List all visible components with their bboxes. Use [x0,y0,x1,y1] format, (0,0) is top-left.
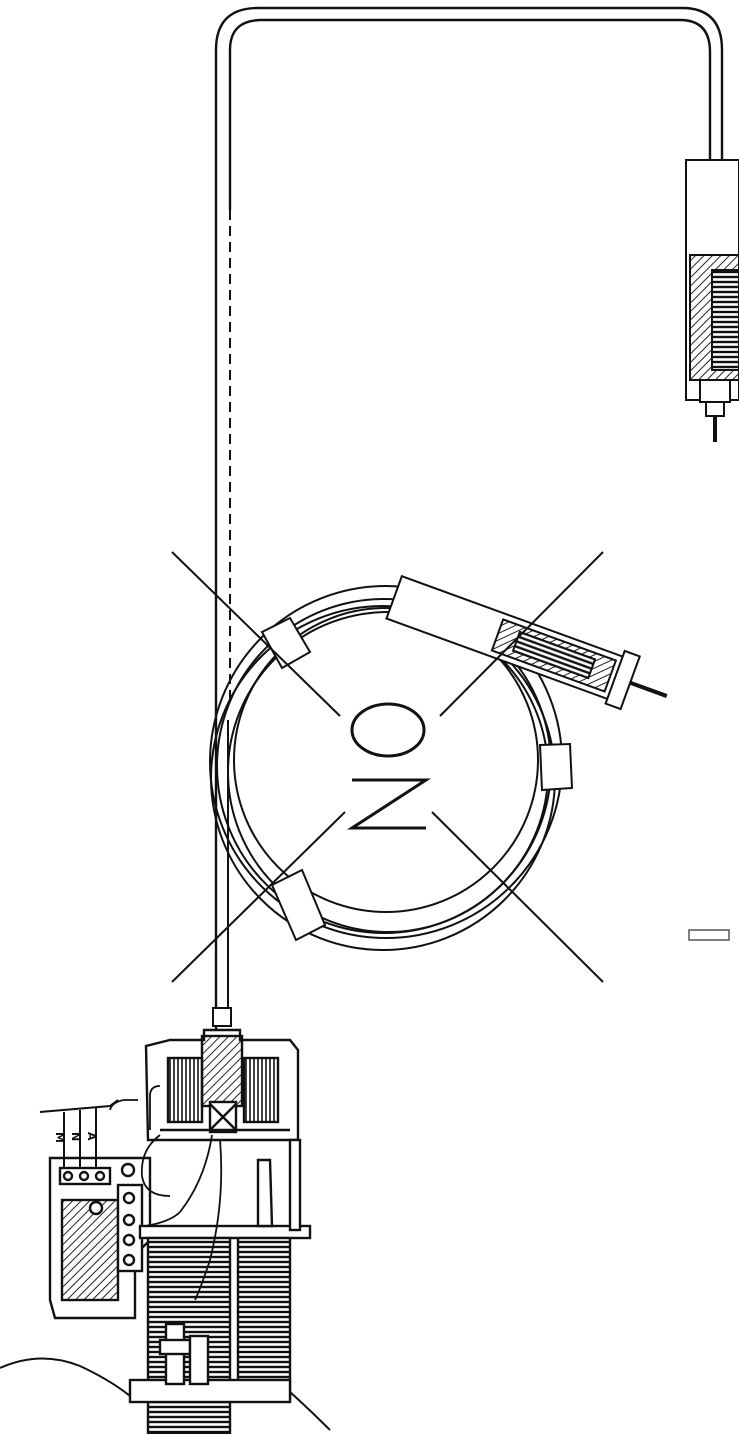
switch-body [48,1138,312,1434]
actuator-housing [144,1028,300,1142]
sensing-bulb-coil [385,574,668,711]
wiring [109,1085,223,1301]
sensing-bulb-top [685,159,739,442]
scale-mark [688,929,730,941]
terminal-label-a: A [85,1132,98,1141]
cutaway-edge [0,1357,331,1431]
capillary-tube [214,6,724,1040]
terminal-label-m: M [53,1132,66,1143]
terminal-label-n: N [69,1132,82,1141]
coil-marking [346,702,432,830]
coil-cross-lines [171,551,604,983]
lead-tube [212,700,232,1027]
terminal-block: M N A [39,1099,119,1168]
coil-clips [260,616,574,942]
